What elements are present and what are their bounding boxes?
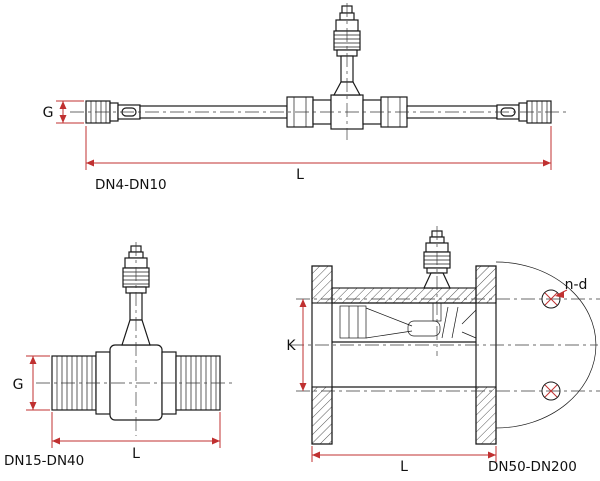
dimension-G-label: G <box>13 377 24 393</box>
dimension-G-label: G <box>43 105 54 121</box>
dimension-K-label: K <box>286 338 296 354</box>
view-caption-dn50-dn200: DN50-DN200 <box>488 459 577 475</box>
view-dn4-dn10: G L DN4-DN10 <box>43 3 568 193</box>
dimension-L-label: L <box>132 446 140 462</box>
bolt-hole-icon <box>541 381 561 401</box>
dimension-L-label: L <box>296 167 304 183</box>
dimension-n-d-label: n-d <box>565 277 588 293</box>
dimension-G <box>56 100 84 124</box>
dimension-n-d-leader <box>555 289 568 298</box>
bolt-hole-icon <box>541 289 561 309</box>
dimension-K <box>299 299 307 391</box>
view-caption-dn15-dn40: DN15-DN40 <box>4 453 84 469</box>
meter-body-flanged <box>311 265 497 445</box>
internal-turbine-section <box>339 302 477 339</box>
dimension-L <box>51 412 221 448</box>
dimension-L-label: L <box>400 459 408 475</box>
dimension-L <box>85 126 552 170</box>
view-caption-dn4-dn10: DN4-DN10 <box>95 177 167 193</box>
dimension-G <box>26 355 50 411</box>
dimension-L <box>311 446 497 462</box>
meter-body-compact <box>51 344 221 421</box>
sensor-assembly <box>121 245 151 346</box>
view-dn15-dn40: G L DN15-DN40 <box>4 242 234 469</box>
view-dn50-dn200: n-d K L DN50-DN200 <box>286 226 600 475</box>
